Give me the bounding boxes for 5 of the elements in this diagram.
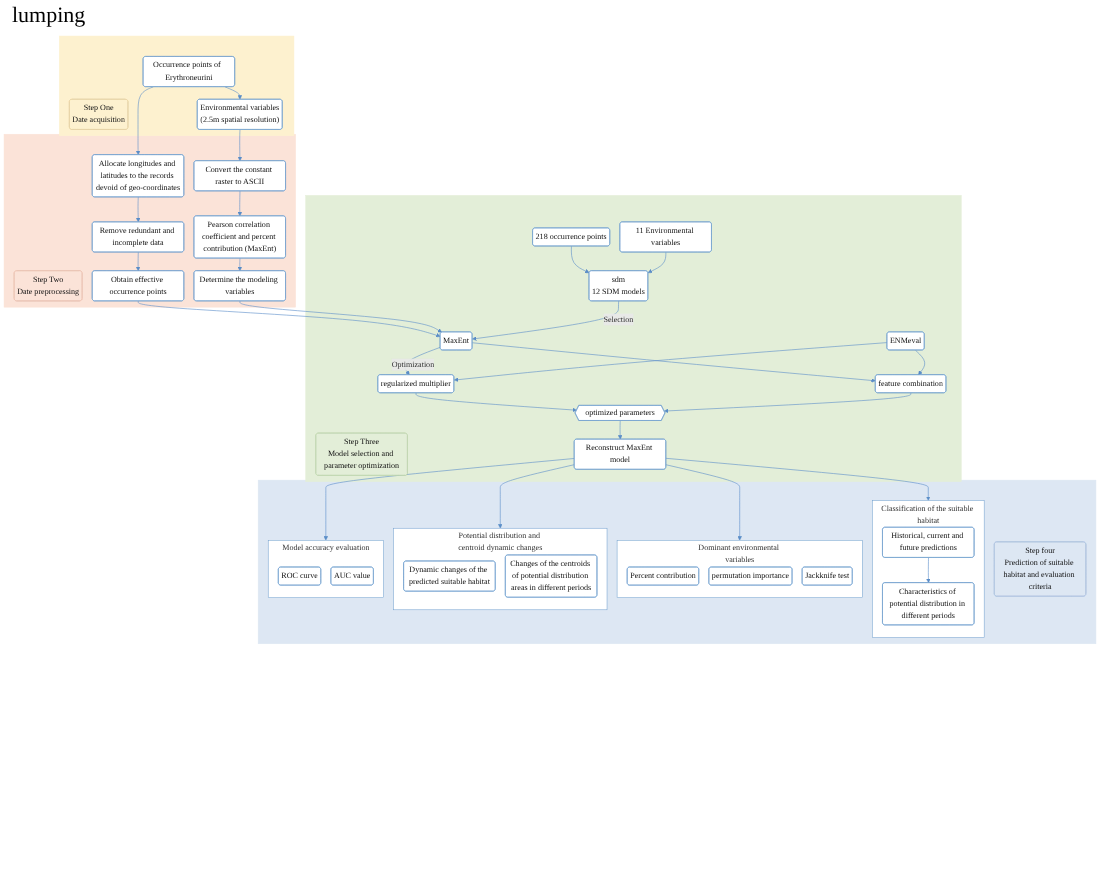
cluster bbox=[305, 195, 962, 482]
cluster bbox=[257, 479, 1097, 645]
cluster bbox=[59, 35, 295, 136]
cluster bbox=[3, 133, 296, 308]
note-label: lumping bbox=[12, 4, 86, 28]
